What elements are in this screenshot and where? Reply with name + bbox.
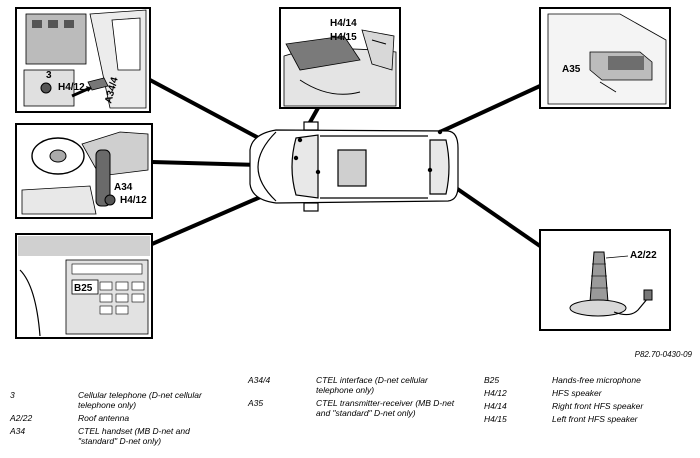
legend-description: Right front HFS speaker [552,401,644,411]
legend-code: A35 [248,398,264,408]
legend-description: HFS speaker [552,388,602,398]
callout-a2-22: A2/22 [630,250,657,261]
panel-front-speakers: H4/14 H4/15 [279,7,401,109]
right-mirror [303,202,319,212]
callout-b25: B25 [74,283,93,294]
panel-cellphone-interface: 3 H4/12 A34/4 [15,7,151,113]
legend-column-1: 3 Cellular telephone (D-net cellular tele… [10,390,218,449]
legend-description: CTEL interface (D-net cellular telephone… [316,375,428,395]
vehicle-top-view [249,121,459,212]
legend-code: H4/12 [484,388,507,398]
callout-h4-15: H4/15 [330,32,357,43]
figure-reference: P82.70-0430-09 [634,350,692,359]
speaker-icon [104,194,116,206]
panel-microphone: B25 [15,233,153,339]
panel-roof-antenna: A2/22 [539,229,671,331]
legend-row: B25 Hands-free microphone [484,375,692,385]
callout-a34: A34 [114,182,133,193]
dot-rear [427,167,433,173]
legend-description: Left front HFS speaker [552,414,638,424]
legend-code: 3 [10,390,15,400]
legend-row: H4/15 Left front HFS speaker [484,414,692,424]
component-location-diagram: 3 H4/12 A34/4 A34 H4/12 B25 [15,7,671,339]
legend-description: CTEL handset (MB D-net and "standard" D-… [78,426,190,446]
leader-line-transceiver [439,84,541,134]
vehicle-sunroof [337,149,367,187]
legend-code: B25 [484,375,500,385]
vehicle-windshield [291,134,319,199]
legend-description: Hands-free microphone [552,375,641,385]
legend-code: H4/15 [484,414,507,424]
legend-row: A34/4 CTEL interface (D-net cellular tele… [248,375,456,395]
legend-description: Cellular telephone (D-net cellular telep… [78,390,202,410]
legend-row: A34 CTEL handset (MB D-net and "standard"… [10,426,218,446]
cellphone-icon [40,82,52,94]
dot-rear-top [437,129,443,135]
legend-description: Roof antenna [78,413,130,423]
dot-front-mid [297,137,303,143]
vehicle-hood [257,131,277,202]
callout-3: 3 [46,70,52,81]
dot-front-left [293,155,299,161]
callout-a35: A35 [562,64,581,75]
left-mirror [303,121,319,131]
callout-h4-14: H4/14 [330,18,357,29]
legend-code: H4/14 [484,401,507,411]
legend-column-2: A34/4 CTEL interface (D-net cellular tele… [248,375,456,421]
callout-h4-12-mid: H4/12 [120,195,147,206]
legend-row: A2/22 Roof antenna [10,413,218,423]
legend-row: A35 CTEL transmitter-receiver (MB D-net a… [248,398,456,418]
legend-row: H4/12 HFS speaker [484,388,692,398]
legend-row: H4/14 Right front HFS speaker [484,401,692,411]
legend-code: A2/22 [10,413,33,423]
dot-front-low [315,169,321,175]
callout-h4-12-top: H4/12 [58,82,85,93]
legend-code: A34/4 [248,375,271,385]
legend-description: CTEL transmitter-receiver (MB D-net and … [316,398,455,418]
legend-code: A34 [10,426,26,436]
legend-row: 3 Cellular telephone (D-net cellular tele… [10,390,218,410]
panel-transceiver: A35 [539,7,671,109]
vehicle-rear-window [429,139,450,195]
panel-handset: A34 H4/12 [15,123,153,219]
